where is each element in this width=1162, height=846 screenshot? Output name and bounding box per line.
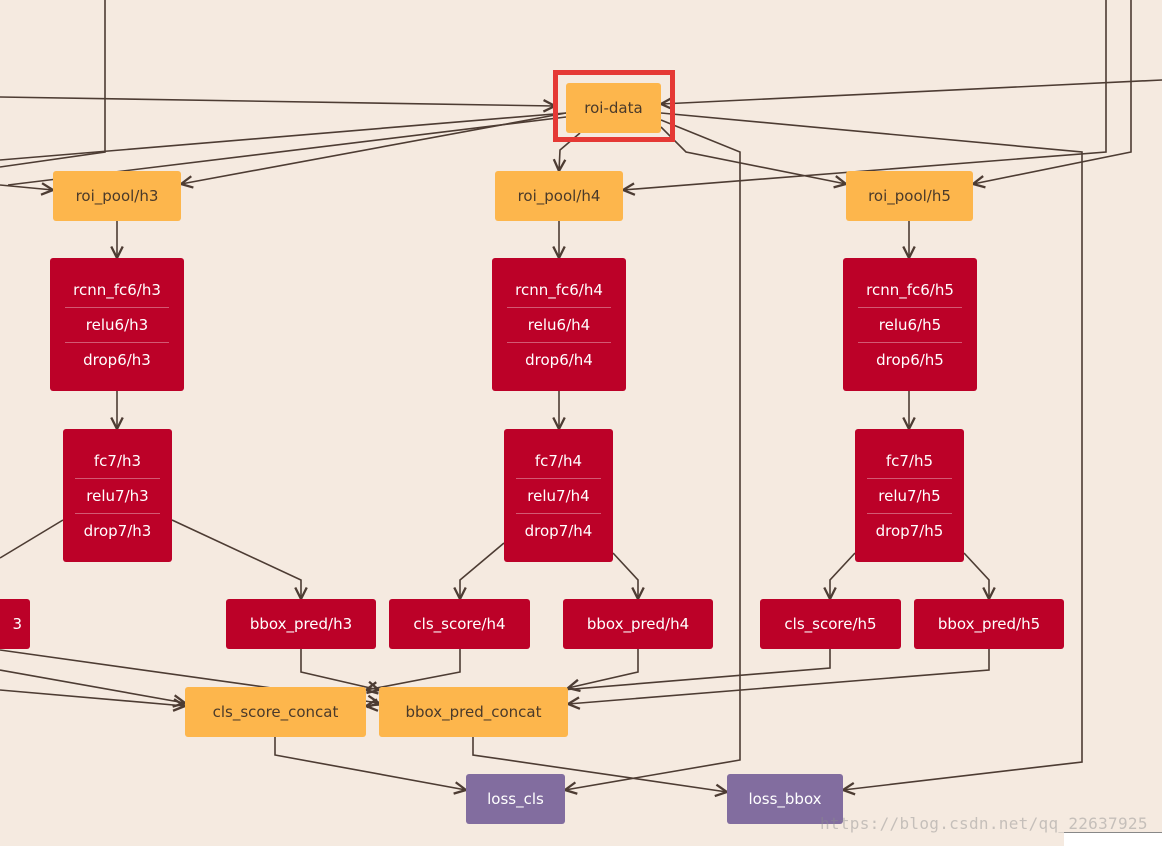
node-roi-data[interactable]: roi-data — [566, 83, 661, 133]
node-cls-score-h5[interactable]: cls_score/h5 — [760, 599, 901, 649]
edge-9 — [660, 126, 846, 184]
node-label: drop6/h3 — [83, 350, 151, 369]
node-label: 3 — [12, 615, 22, 633]
node-divider — [515, 512, 601, 514]
node-label: fc7/h4 — [534, 451, 583, 470]
node-label: bbox_pred_concat — [405, 703, 542, 721]
edge-6 — [661, 79, 1162, 104]
node-fc7-h3[interactable]: fc7/h3 relu7/h3 drop7/h3 — [63, 429, 172, 562]
node-label: relu6/h4 — [527, 315, 591, 334]
node-label: rcnn_fc6/h4 — [515, 280, 603, 299]
node-label: roi_pool/h3 — [75, 187, 159, 205]
node-label: roi_pool/h5 — [868, 187, 951, 205]
node-divider — [64, 306, 170, 308]
node-label: bbox_pred/h3 — [249, 615, 353, 633]
node-label: relu7/h5 — [878, 486, 941, 505]
node-divider — [506, 341, 612, 343]
node-divider — [857, 341, 963, 343]
node-label: drop7/h4 — [524, 521, 593, 540]
edge-22 — [612, 552, 638, 599]
node-cls-score-h3-partial[interactable]: 3 — [0, 599, 30, 649]
node-label: roi_pool/h4 — [517, 187, 601, 205]
node-label: relu7/h3 — [86, 486, 149, 505]
node-cls-score-h4[interactable]: cls_score/h4 — [389, 599, 530, 649]
edge-26 — [0, 669, 185, 703]
edge-32 — [568, 649, 990, 704]
node-loss-cls[interactable]: loss_cls — [466, 774, 565, 824]
edge-12 — [0, 0, 106, 168]
node-rcnn-fc6-h4[interactable]: rcnn_fc6/h4 relu6/h4 drop6/h4 — [492, 258, 626, 391]
edge-34 — [472, 737, 727, 792]
edge-24 — [963, 552, 989, 599]
node-label: fc7/h3 — [93, 451, 142, 470]
node-roi-pool-h5[interactable]: roi_pool/h5 — [846, 171, 973, 221]
node-label: cls_score/h5 — [784, 615, 877, 633]
edge-0 — [0, 96, 555, 106]
edge-28 — [300, 649, 379, 690]
edge-10 — [623, 0, 1107, 190]
watermark-text: https://blog.csdn.net/qq_22637925 — [820, 814, 1148, 833]
edge-30 — [568, 649, 639, 688]
node-divider — [64, 341, 170, 343]
node-bbox-pred-concat[interactable]: bbox_pred_concat — [379, 687, 568, 737]
node-roi-pool-h3[interactable]: roi_pool/h3 — [53, 171, 181, 221]
edge-29 — [366, 649, 461, 690]
node-divider — [866, 512, 952, 514]
node-label: bbox_pred/h4 — [586, 615, 690, 633]
node-divider — [857, 306, 963, 308]
node-divider — [74, 477, 160, 479]
node-label: drop7/h3 — [83, 521, 152, 540]
node-bbox-pred-h3[interactable]: bbox_pred/h3 — [226, 599, 376, 649]
node-label: roi-data — [584, 99, 643, 117]
node-divider — [866, 477, 952, 479]
node-divider — [515, 477, 601, 479]
edge-20 — [171, 519, 301, 599]
edge-5 — [0, 185, 53, 190]
node-label: relu6/h5 — [878, 315, 942, 334]
edge-1 — [0, 112, 567, 161]
node-bbox-pred-h4[interactable]: bbox_pred/h4 — [563, 599, 713, 649]
node-label: fc7/h5 — [885, 451, 934, 470]
node-label: rcnn_fc6/h3 — [73, 280, 161, 299]
node-label: relu6/h3 — [85, 315, 149, 334]
node-label: relu7/h4 — [527, 486, 590, 505]
node-label: bbox_pred/h5 — [937, 615, 1041, 633]
node-label: rcnn_fc6/h5 — [866, 280, 954, 299]
edge-19 — [0, 519, 64, 559]
node-label: cls_score/h4 — [413, 615, 506, 633]
node-fc7-h5[interactable]: fc7/h5 relu7/h5 drop7/h5 — [855, 429, 964, 562]
node-rcnn-fc6-h5[interactable]: rcnn_fc6/h5 relu6/h5 drop6/h5 — [843, 258, 977, 391]
node-bbox-pred-h5[interactable]: bbox_pred/h5 — [914, 599, 1064, 649]
node-label: cls_score_concat — [212, 703, 339, 721]
node-roi-pool-h4[interactable]: roi_pool/h4 — [495, 171, 623, 221]
node-divider — [506, 306, 612, 308]
edge-7 — [660, 112, 1083, 790]
edge-27 — [0, 689, 185, 706]
node-label: drop6/h4 — [525, 350, 593, 369]
edge-11 — [973, 0, 1132, 184]
edge-33 — [274, 737, 466, 790]
edge-8 — [565, 119, 741, 790]
node-label: loss_cls — [487, 790, 544, 808]
selection-highlight — [553, 70, 675, 142]
node-cls-score-concat[interactable]: cls_score_concat — [185, 687, 366, 737]
edge-23 — [830, 552, 856, 599]
node-fc7-h4[interactable]: fc7/h4 relu7/h4 drop7/h4 — [504, 429, 613, 562]
node-divider — [74, 512, 160, 514]
node-rcnn-fc6-h3[interactable]: rcnn_fc6/h3 relu6/h3 drop6/h3 — [50, 258, 184, 391]
node-label: drop7/h5 — [875, 521, 944, 540]
node-label: loss_bbox — [748, 790, 822, 808]
node-loss-bbox[interactable]: loss_bbox — [727, 774, 843, 824]
corner-toolbar-fragment — [1064, 832, 1162, 846]
node-label: drop6/h5 — [876, 350, 944, 369]
edge-21 — [460, 542, 505, 599]
